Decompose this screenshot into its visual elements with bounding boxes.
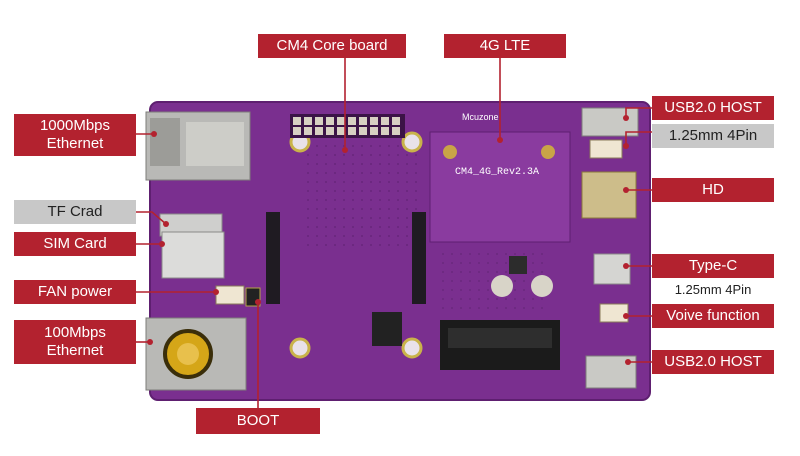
leader-lines (136, 56, 652, 408)
antenna-connector-2 (541, 145, 555, 159)
m2-slot-inner (448, 328, 552, 348)
usb-host-top-port (581, 107, 639, 137)
label-pin-125-right: 1.25mm 4Pin (674, 282, 752, 297)
ethernet-100-port (145, 317, 247, 391)
label-pin-125-top: 1.25mm 4Pin (652, 124, 774, 148)
gpio-header (290, 114, 405, 138)
cm4-connector-right (412, 212, 426, 304)
antenna-connector-1 (443, 145, 457, 159)
label-cm4-core-board: CM4 Core board (258, 34, 406, 58)
cm4-connector-left (266, 212, 280, 304)
label-usb-host-top: USB2.0 HOST (652, 96, 774, 120)
label-ethernet-100: 100Mbps Ethernet (14, 320, 136, 364)
capacitor-2 (531, 275, 553, 297)
label-boot: BOOT (196, 408, 320, 434)
fan-header (215, 285, 245, 305)
mounting-holes (289, 131, 423, 359)
hdmi-port (581, 171, 637, 219)
board-model-silkscreen: CM4_4G_Rev2.3A (455, 167, 539, 178)
type-c-port (593, 253, 631, 285)
chip-ic (372, 312, 402, 346)
pcb-dot-field (300, 130, 420, 250)
board-brand: Mcuzone (462, 112, 499, 122)
label-sim-card: SIM Card (14, 232, 136, 256)
label-voice-function: Voive function (652, 304, 774, 328)
label-fan-power: FAN power (14, 280, 136, 304)
inductor (509, 256, 527, 274)
label-4g-lte: 4G LTE (444, 34, 566, 58)
label-usb-host-bottom: USB2.0 HOST (652, 350, 774, 374)
label-ethernet-1000: 1000Mbps Ethernet (14, 114, 136, 156)
capacitor-1 (491, 275, 513, 297)
label-hd: HD (652, 178, 774, 202)
sim-card-slot (161, 231, 225, 279)
leader-dots (147, 115, 631, 365)
voice-header (599, 303, 629, 323)
ethernet-1000-port (145, 111, 251, 181)
label-tf-card: TF Crad (14, 200, 136, 224)
pin-header-top (589, 139, 623, 159)
label-type-c: Type-C (652, 254, 774, 278)
